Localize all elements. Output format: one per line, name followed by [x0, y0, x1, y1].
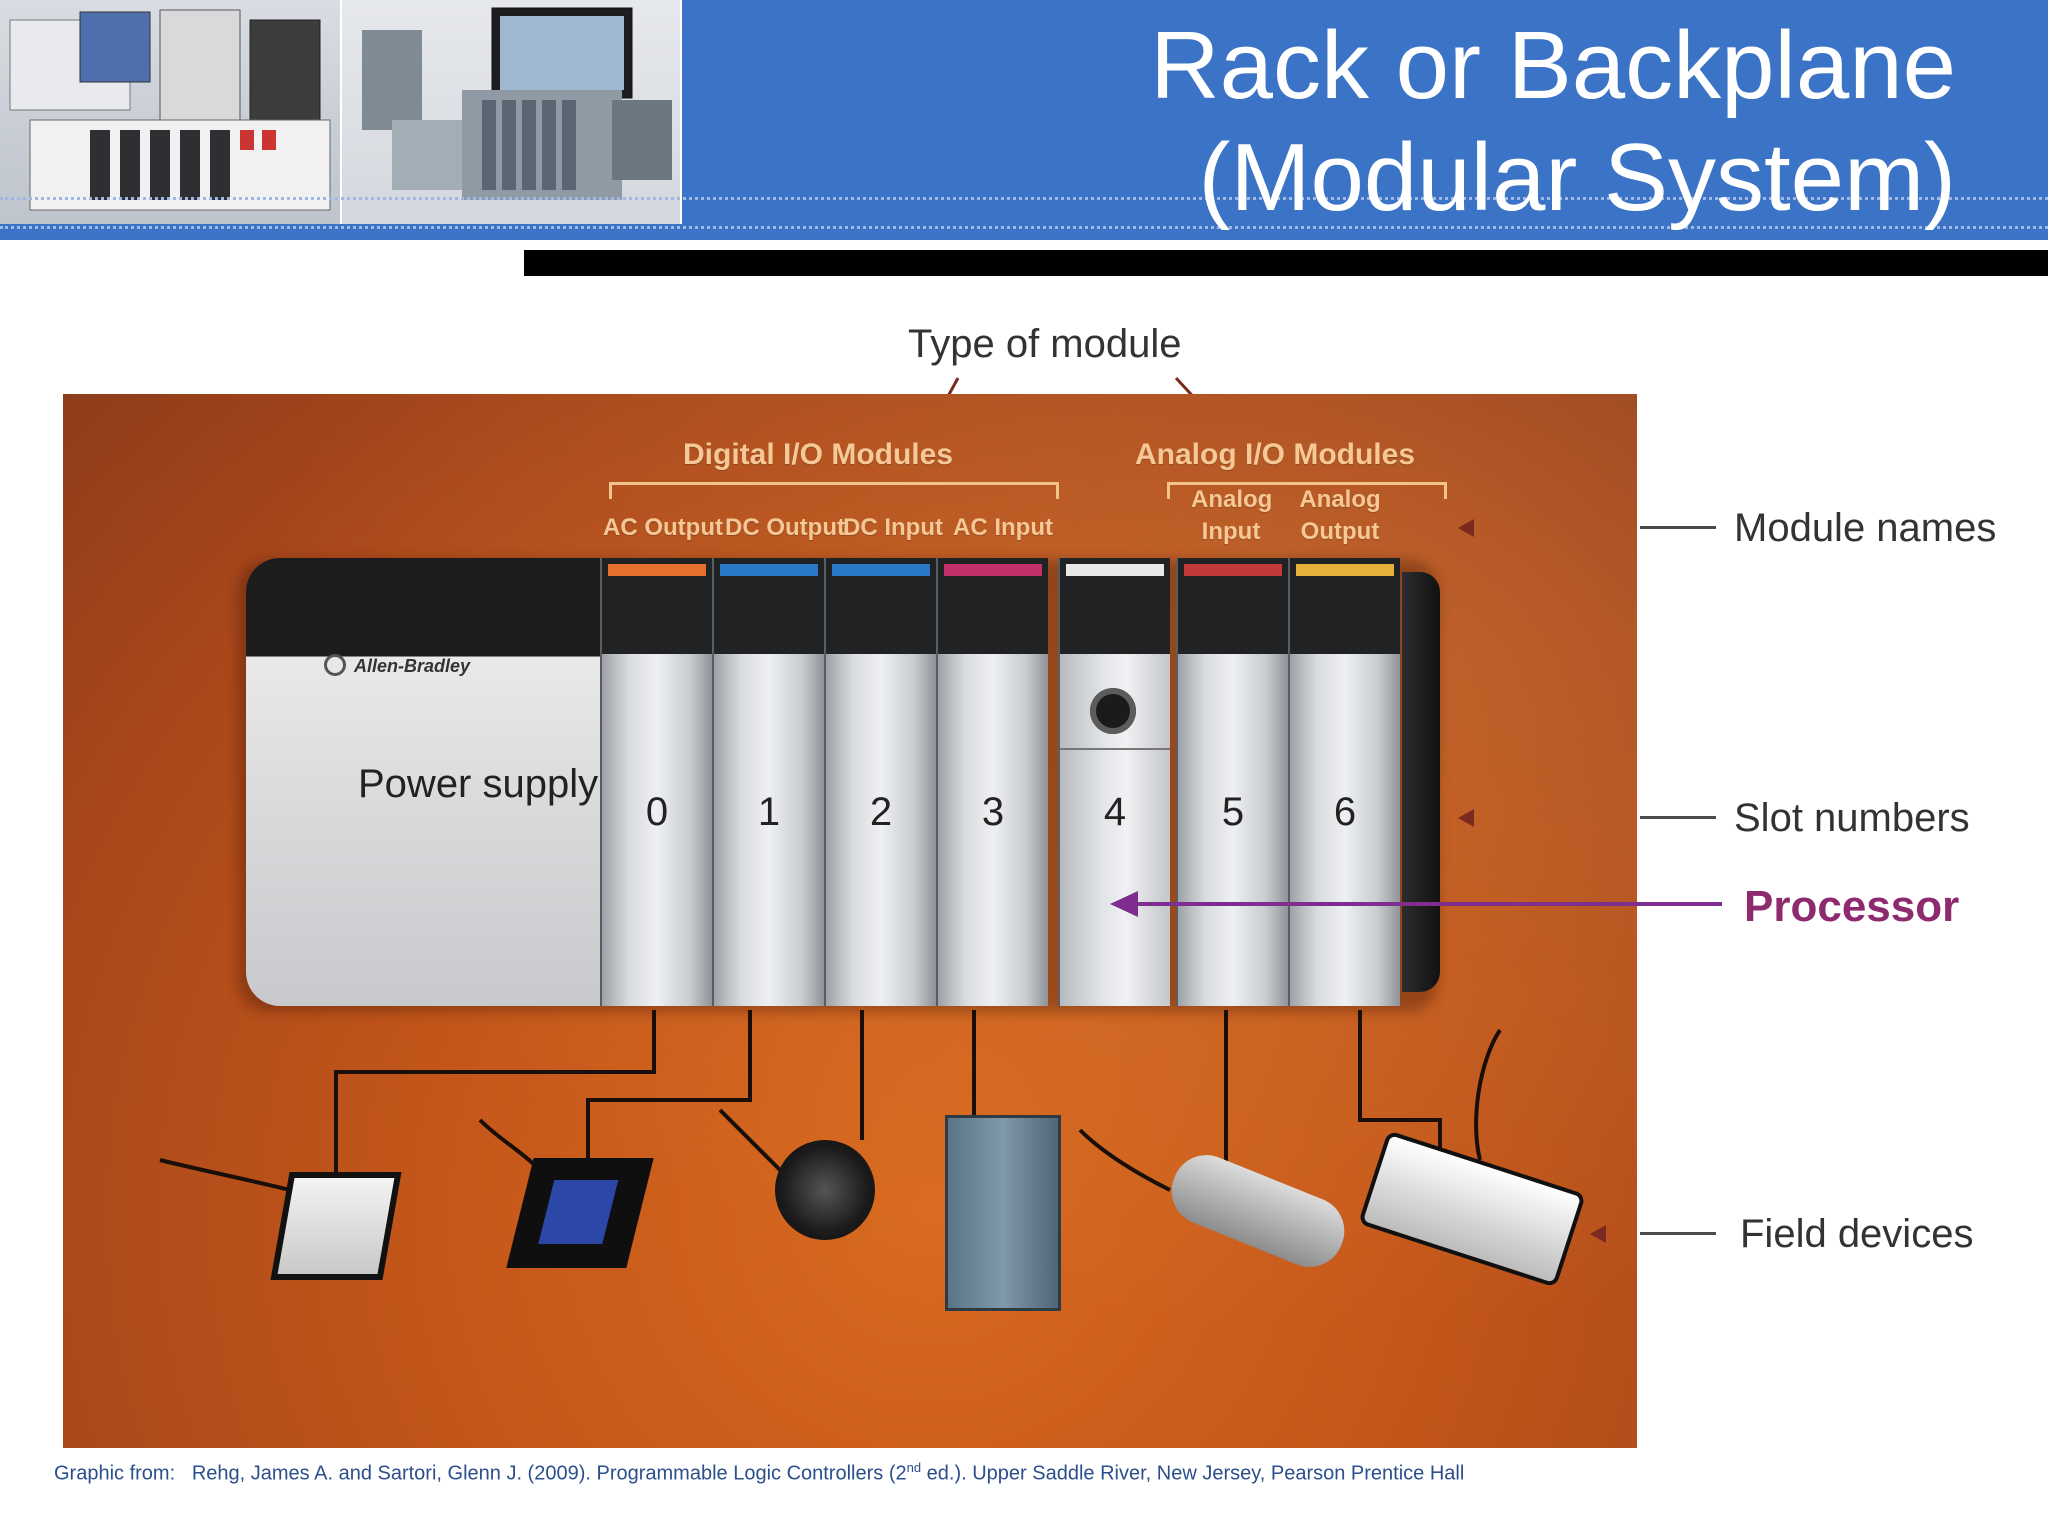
- source-caption: Graphic from: Rehg, James A. and Sartori…: [54, 1460, 1464, 1486]
- module-names-leader: [1640, 526, 1716, 529]
- module-names-label: Module names: [1734, 506, 1997, 550]
- processor-label: Processor: [1744, 882, 1960, 931]
- slot-number: 4: [1103, 790, 1127, 834]
- module-head: [938, 558, 1048, 654]
- field-devices-arrow-icon: [1590, 1225, 1606, 1243]
- module-head: [602, 558, 712, 654]
- header-divider-dots-lower: [0, 226, 2048, 229]
- slot-number: 2: [869, 790, 893, 834]
- header-divider-dots: [0, 197, 2048, 200]
- module-color-band: [608, 564, 706, 576]
- slot-numbers-label: Slot numbers: [1734, 796, 1970, 840]
- module-slot-5: 5: [1176, 558, 1288, 1006]
- module-color-band: [720, 564, 818, 576]
- caption-text-b: ed.). Upper Saddle River, New Jersey, Pe…: [921, 1462, 1465, 1485]
- module-color-band: [944, 564, 1042, 576]
- caption-prefix: Graphic from:: [54, 1462, 176, 1485]
- slide-title-line1: Rack or Backplane: [1150, 12, 1956, 119]
- header-black-bar: [524, 250, 2048, 276]
- module-head: [1178, 558, 1288, 654]
- module-color-band: [832, 564, 930, 576]
- slot-number: 6: [1333, 790, 1357, 834]
- power-brand: Allen-Bradley: [354, 656, 471, 676]
- processor-arrow-icon: [1110, 891, 1138, 917]
- keyswitch-icon: [1090, 688, 1136, 734]
- processor-divider: [1060, 748, 1170, 750]
- slot-number: 5: [1221, 790, 1245, 834]
- module-head: [714, 558, 824, 654]
- module-color-band: [1066, 564, 1164, 576]
- slot-number: 3: [981, 790, 1005, 834]
- caption-superscript: nd: [906, 1460, 922, 1475]
- module-head: [826, 558, 936, 654]
- module-names-arrow-icon: [1458, 519, 1474, 537]
- slide-header: Rack or Backplane (Modular System): [0, 0, 2048, 240]
- slide-title-line2: (Modular System): [1198, 124, 1957, 231]
- module-slot-1: 1: [712, 558, 824, 1006]
- field-devices-label: Field devices: [1740, 1212, 1974, 1256]
- processor-leader: [1136, 902, 1722, 906]
- module-head: [1060, 558, 1170, 654]
- power-supply-label: Power supply: [358, 762, 599, 806]
- solenoid-device-icon: [270, 1172, 402, 1280]
- allen-bradley-logo-icon: [324, 654, 346, 676]
- field-devices-leader: [1640, 1232, 1716, 1235]
- power-supply-module: Allen-Bradley Power supply: [246, 558, 600, 1006]
- header-gap: [0, 240, 2048, 250]
- module-slot-3: 3: [936, 558, 1048, 1006]
- slide-title: Rack or Backplane (Modular System): [1150, 10, 1956, 234]
- module-slot-0: 0: [600, 558, 712, 1006]
- plc-modules-photo: [342, 0, 682, 224]
- module-head: [1290, 558, 1400, 654]
- selector-switch-device-icon: [775, 1140, 875, 1240]
- type-of-module-label: Type of module: [908, 322, 1182, 366]
- slot-numbers-leader: [1640, 816, 1716, 819]
- module-slot-2: 2: [824, 558, 936, 1006]
- caption-text-a: Rehg, James A. and Sartori, Glenn J. (20…: [191, 1462, 907, 1485]
- module-slot-4-processor: 4: [1058, 558, 1170, 1006]
- slot-number: 1: [757, 790, 781, 834]
- rack-end-cap: [1402, 572, 1440, 992]
- module-color-band: [1296, 564, 1394, 576]
- slot-number: 0: [645, 790, 669, 834]
- module-color-band: [1184, 564, 1282, 576]
- slot-numbers-arrow-icon: [1458, 809, 1474, 827]
- module-slot-6: 6: [1288, 558, 1400, 1006]
- plc-hardware-photo: [0, 0, 342, 224]
- limit-switch-device-icon: [945, 1115, 1061, 1311]
